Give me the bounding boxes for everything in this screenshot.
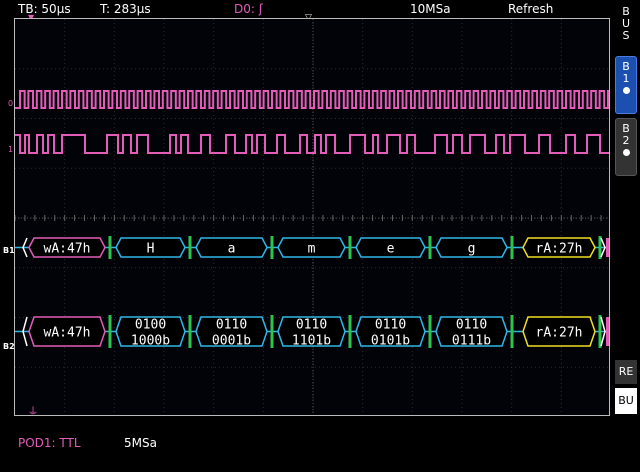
bus-end-marker [606,238,609,257]
ack-marker [270,315,274,348]
bus-start-bracket [22,316,28,347]
bus-frame-text: rA:27h [536,242,583,257]
ack-marker [188,236,192,259]
bus-b2-button[interactable]: B 2 [615,118,637,176]
sample-rate-readout: 10MSa [410,2,451,16]
ack-marker [428,315,432,348]
b2-active-dot-icon [622,149,630,156]
bus-frame-text: g [468,242,476,257]
b1-active-dot-icon [622,87,630,94]
pod-setting[interactable]: POD1: TTL [18,436,81,450]
bus-frame [277,316,346,347]
ack-marker [270,236,274,259]
ack-marker [108,236,112,259]
d1-logic-waveform [15,134,609,154]
pod-sample-rate: 5MSa [124,436,157,450]
bus-frame [195,316,268,347]
bus-frame [355,237,426,258]
bus-b2-decode: wA:47h01001000b01100001b01101101b0110010… [15,315,609,349]
b2-number: 2 [622,134,630,147]
bus-title-letter: B [622,5,630,18]
ack-marker [188,315,192,348]
d0-logic-waveform [15,90,609,109]
bus-frame-text: 0110 [456,318,487,333]
ack-marker [598,315,602,348]
ack-marker [510,236,514,259]
bus-frame [435,237,508,258]
bus-frame [522,316,596,347]
bus-frame-text: rA:27h [536,326,583,341]
bu-softkey[interactable]: BU [615,388,637,414]
bus-frame-text: 0001b [212,334,251,349]
b1-number: 1 [622,72,630,85]
bus-title-letter: S [622,29,630,42]
bus-frame [28,237,106,258]
b2-letter: B [622,122,630,135]
acquisition-mode-readout: Refresh [508,2,554,16]
timebase-readout[interactable]: TB: 50µs [18,2,71,16]
bus-frame [195,237,268,258]
bus-frame-text: wA:47h [44,242,91,257]
status-bar: TB: 50µs T: 283µs D0: ʃ 10MSa Refresh [0,0,612,18]
bus-frame [277,237,346,258]
ack-marker [348,236,352,259]
footer-bar: POD1: TTL 5MSa [0,430,612,460]
bus-frame-text: 1101b [292,334,331,349]
bus-stop-bracket [600,237,606,258]
channel-d1-label: 1 [8,145,14,154]
bus-frame-text: m [308,242,316,257]
ground-marker-icon: ⏚ [28,405,39,416]
bus-frame-text: 0101b [371,334,410,349]
bus-frame-text: e [387,242,395,257]
bus-b1-label: B1 [3,246,15,255]
bus-title-letter: U [621,17,631,30]
bus-frame-text: 1000b [131,334,170,349]
bus-frame-text: 0110 [296,318,327,333]
bus-frame-text: a [228,242,236,257]
bus-frame-text: 0100 [135,318,166,333]
bus-frame [115,237,186,258]
re-softkey[interactable]: RE [615,360,637,384]
ack-marker [598,236,602,259]
ack-marker [108,315,112,348]
bus-frame [115,316,186,347]
bus-frame [522,237,596,258]
bus-frame [28,316,106,347]
bus-b1-button[interactable]: B 1 [615,56,637,114]
ack-marker [348,315,352,348]
trigger-source-readout[interactable]: D0: ʃ [234,2,263,16]
bus-frame [355,316,426,347]
bus-stop-bracket [600,316,606,347]
b1-letter: B [622,60,630,73]
bus-frame-text: 0110 [216,318,247,333]
channel-d0-label: 0 [8,99,14,108]
graticule-grid [15,19,609,415]
bus-frame-text: 0111b [452,334,491,349]
bus-frame-text: H [147,242,155,257]
ack-marker [510,315,514,348]
trigger-position-marker-icon: ▼ [28,13,34,22]
bus-end-marker [606,317,609,346]
bus-frame [435,316,508,347]
bus-frame-text: wA:47h [44,326,91,341]
bus-start-bracket [22,237,28,258]
ack-marker [428,236,432,259]
bus-frame-text: 0110 [375,318,406,333]
trigger-time-readout[interactable]: T: 283µs [100,2,151,16]
bus-b2-label: B2 [3,342,15,351]
